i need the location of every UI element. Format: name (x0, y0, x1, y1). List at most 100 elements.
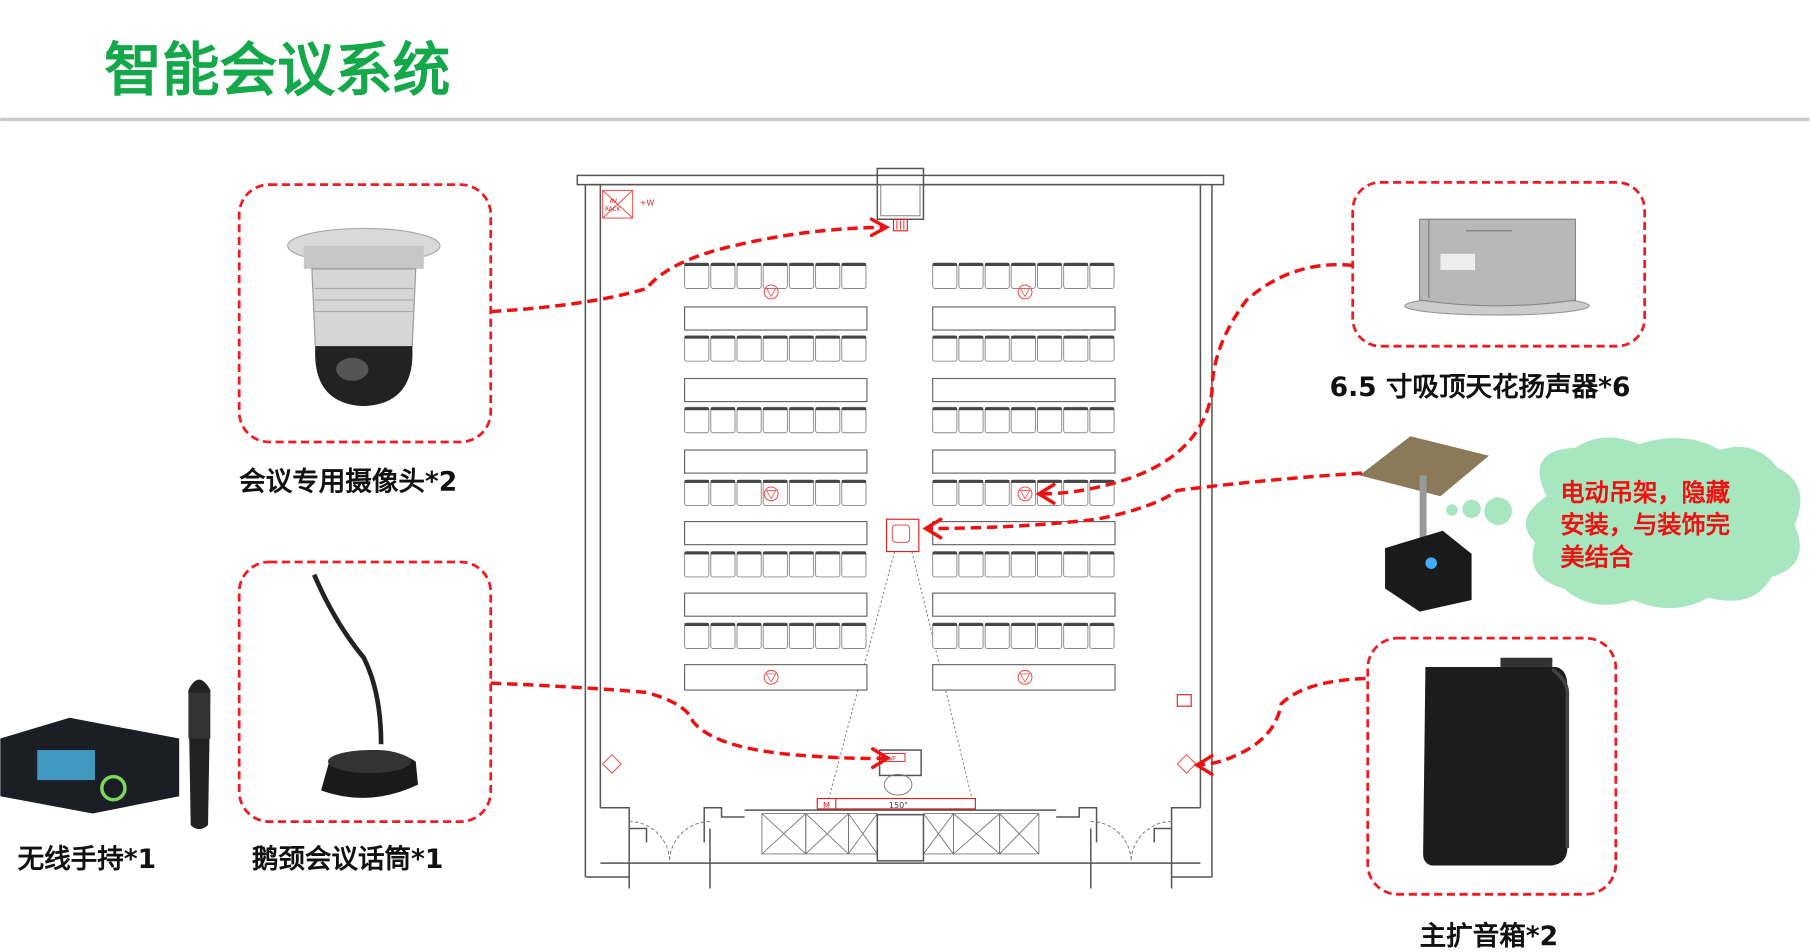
ceiling-speaker-symbol-mark (1019, 288, 1031, 298)
chair (1037, 406, 1063, 434)
main-speaker-arrow (1197, 676, 1366, 767)
chair-back (710, 623, 736, 627)
chair (984, 335, 1010, 362)
chair (841, 335, 867, 362)
chair-back (710, 480, 736, 483)
chair-back (684, 551, 709, 555)
chair-back (763, 263, 788, 266)
callout-line-3: 美结合 (1560, 543, 1633, 571)
chair (762, 335, 788, 362)
chair-back (1063, 263, 1088, 266)
chair-back (1063, 407, 1088, 411)
chair-back (815, 623, 840, 627)
screen-size-label: 150" (889, 801, 908, 810)
table (684, 306, 868, 331)
chair-back (841, 551, 866, 555)
title-divider (0, 117, 1810, 122)
ceiling-speaker-symbol (763, 486, 779, 502)
chair-back (1037, 480, 1062, 483)
chair-back (932, 407, 957, 411)
chair (1010, 335, 1036, 362)
chair-back (710, 335, 736, 339)
chair-back (736, 407, 762, 411)
chair (958, 406, 984, 434)
chair (841, 262, 867, 289)
chair (815, 622, 841, 649)
chair-back (684, 623, 709, 627)
chair-back (932, 623, 957, 627)
ceiling-speaker-symbol-mark (1019, 673, 1031, 683)
table (684, 377, 868, 403)
chair-back (763, 407, 788, 411)
chair-back (1037, 263, 1062, 266)
chair (736, 262, 762, 289)
chair (932, 406, 958, 434)
chair (984, 479, 1010, 506)
chair (1063, 335, 1089, 362)
chair (958, 262, 984, 289)
chair (932, 262, 958, 289)
connector-arrows (490, 217, 1366, 777)
camera-frame (237, 183, 493, 444)
ceiling-speaker-symbol (1017, 486, 1033, 502)
chair (762, 406, 788, 434)
chair-back (763, 480, 788, 483)
chair-back (710, 551, 736, 555)
chair-back (763, 335, 788, 339)
chair-back (1037, 407, 1062, 411)
av-rack-label-2: RACK (605, 207, 621, 213)
table (684, 449, 868, 474)
projector-arrow (925, 471, 1363, 531)
chair (1010, 622, 1036, 649)
chair (762, 551, 788, 578)
chair (1010, 551, 1036, 578)
chair-back (789, 480, 814, 483)
chair-back (815, 263, 840, 266)
chair-back (841, 407, 866, 411)
chair (932, 335, 958, 362)
chair (736, 551, 762, 578)
power-label: +W (640, 198, 655, 207)
chair (736, 406, 762, 434)
chair (736, 622, 762, 649)
chair-back (1089, 551, 1115, 555)
ceiling-speaker-symbol-mark (1019, 490, 1031, 500)
ceiling-speaker-symbol-mark (765, 673, 777, 683)
chair (815, 262, 841, 289)
chair-back (841, 335, 866, 339)
chair-back (841, 480, 866, 483)
chair-back (1063, 335, 1088, 339)
chair-back (932, 263, 957, 266)
chair (1089, 406, 1115, 434)
chair (710, 622, 736, 649)
callout-line-2: 安装，与装饰完 (1560, 511, 1730, 539)
chair (788, 335, 815, 362)
chair (1089, 262, 1115, 289)
chair (762, 479, 788, 506)
chair-back (684, 480, 709, 483)
chair (1063, 622, 1089, 649)
chair (815, 479, 841, 506)
chair (815, 551, 841, 578)
chair-back (710, 407, 736, 411)
chair (932, 551, 958, 578)
main-speaker-label: 主扩音箱*2 (1420, 921, 1558, 952)
main-speaker-frame (1366, 636, 1618, 896)
chair-back (710, 263, 736, 266)
chair (1089, 622, 1115, 649)
table (932, 377, 1116, 403)
mic-arrow (490, 681, 887, 761)
slide-title: 智能会议系统 (104, 36, 450, 104)
table (684, 592, 868, 617)
chair-back (1089, 623, 1115, 627)
chair-back (736, 480, 762, 483)
ceiling-speaker-symbol (763, 284, 779, 300)
ceiling-speaker-symbol (763, 669, 779, 685)
cabinet (953, 813, 1001, 855)
podium-label: AVF (885, 756, 896, 762)
floor-plan: M 150" AVF AV RACK +W (576, 167, 1225, 889)
chair (932, 622, 958, 649)
chair (762, 622, 788, 649)
chair-back (1089, 263, 1115, 266)
